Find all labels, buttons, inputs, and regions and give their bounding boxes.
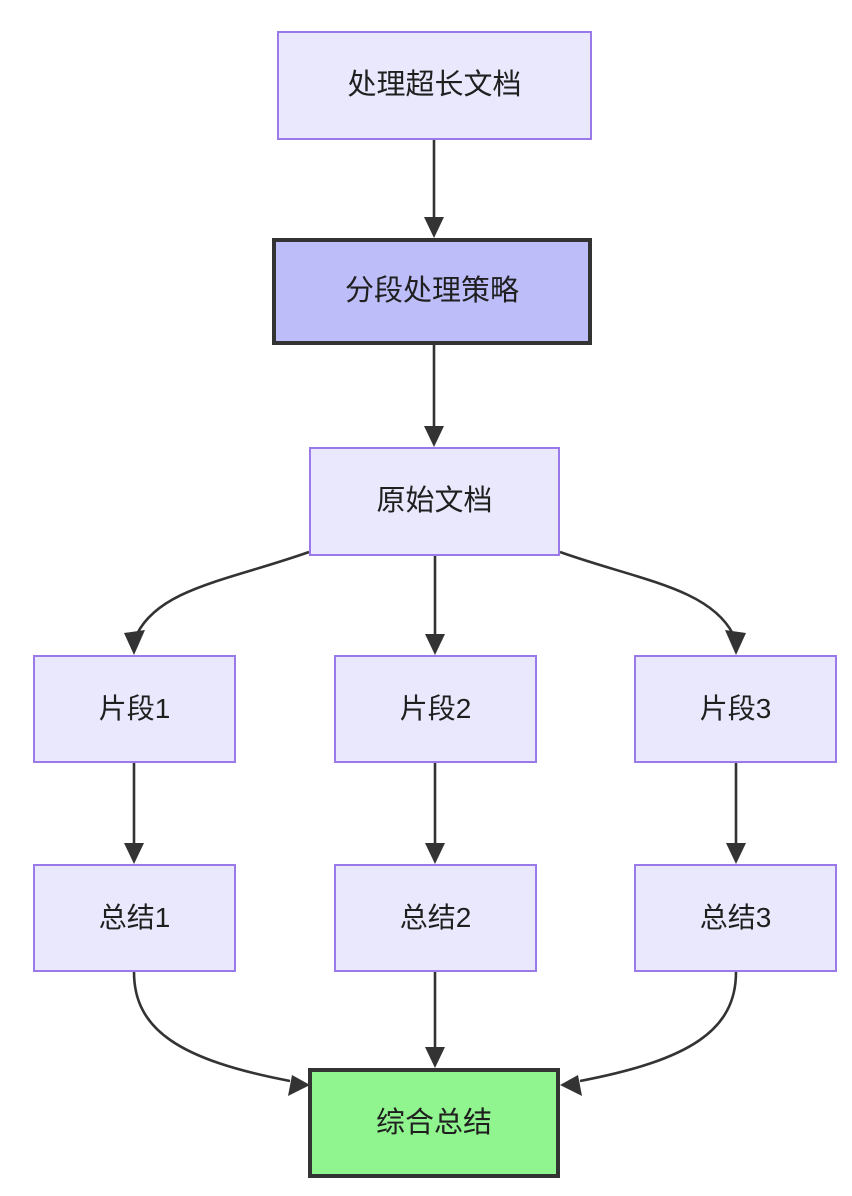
- edge-summary2-to-final: [425, 972, 445, 1068]
- arrow-head-icon: [424, 426, 444, 447]
- node-strategy-label: 分段处理策略: [344, 275, 519, 308]
- arrow-head-icon: [288, 1075, 310, 1096]
- arrow-head-icon: [124, 843, 144, 864]
- node-chunk2-label: 片段2: [399, 693, 472, 725]
- edge-chunk3-to-summary3: [726, 763, 746, 864]
- edge-summary1-to-final: [132, 971, 310, 1096]
- node-summary2[interactable]: 总结2: [334, 864, 537, 972]
- node-chunk1[interactable]: 片段1: [33, 655, 236, 763]
- node-strategy[interactable]: 分段处理策略: [272, 238, 592, 345]
- arrow-head-icon: [425, 1047, 445, 1068]
- node-summary1-label: 总结1: [98, 902, 171, 934]
- node-summary3-label: 总结3: [699, 902, 772, 934]
- node-chunk3[interactable]: 片段3: [634, 655, 837, 763]
- node-final-label: 综合总结: [375, 1106, 492, 1139]
- edge-strategy-to-source: [424, 345, 444, 447]
- node-summary1[interactable]: 总结1: [33, 864, 236, 972]
- edge-chunk1-to-summary1: [124, 763, 144, 864]
- node-chunk3-label: 片段3: [699, 693, 772, 725]
- node-source-label: 原始文档: [376, 485, 493, 518]
- arrow-head-icon: [425, 843, 445, 864]
- node-summary2-label: 总结2: [399, 902, 472, 934]
- edge-source-to-chunk1: [124, 550, 310, 655]
- node-start[interactable]: 处理超长文档: [277, 31, 592, 140]
- edge-source-to-chunk2: [425, 556, 445, 655]
- arrow-head-icon: [424, 217, 444, 238]
- arrow-head-icon: [725, 630, 746, 655]
- edge-start-to-strategy: [424, 140, 444, 238]
- node-summary3[interactable]: 总结3: [634, 864, 837, 972]
- arrow-head-icon: [124, 630, 145, 655]
- node-chunk2[interactable]: 片段2: [334, 655, 537, 763]
- arrow-head-icon: [425, 634, 445, 655]
- node-source[interactable]: 原始文档: [309, 447, 560, 556]
- node-chunk1-label: 片段1: [98, 693, 171, 725]
- arrow-head-icon: [726, 843, 746, 864]
- arrow-head-icon: [560, 1075, 582, 1096]
- edge-summary3-to-final: [560, 971, 738, 1096]
- node-start-label: 处理超长文档: [347, 69, 522, 102]
- edge-source-to-chunk3: [559, 550, 746, 655]
- edge-chunk2-to-summary2: [425, 763, 445, 864]
- node-final[interactable]: 综合总结: [308, 1068, 560, 1178]
